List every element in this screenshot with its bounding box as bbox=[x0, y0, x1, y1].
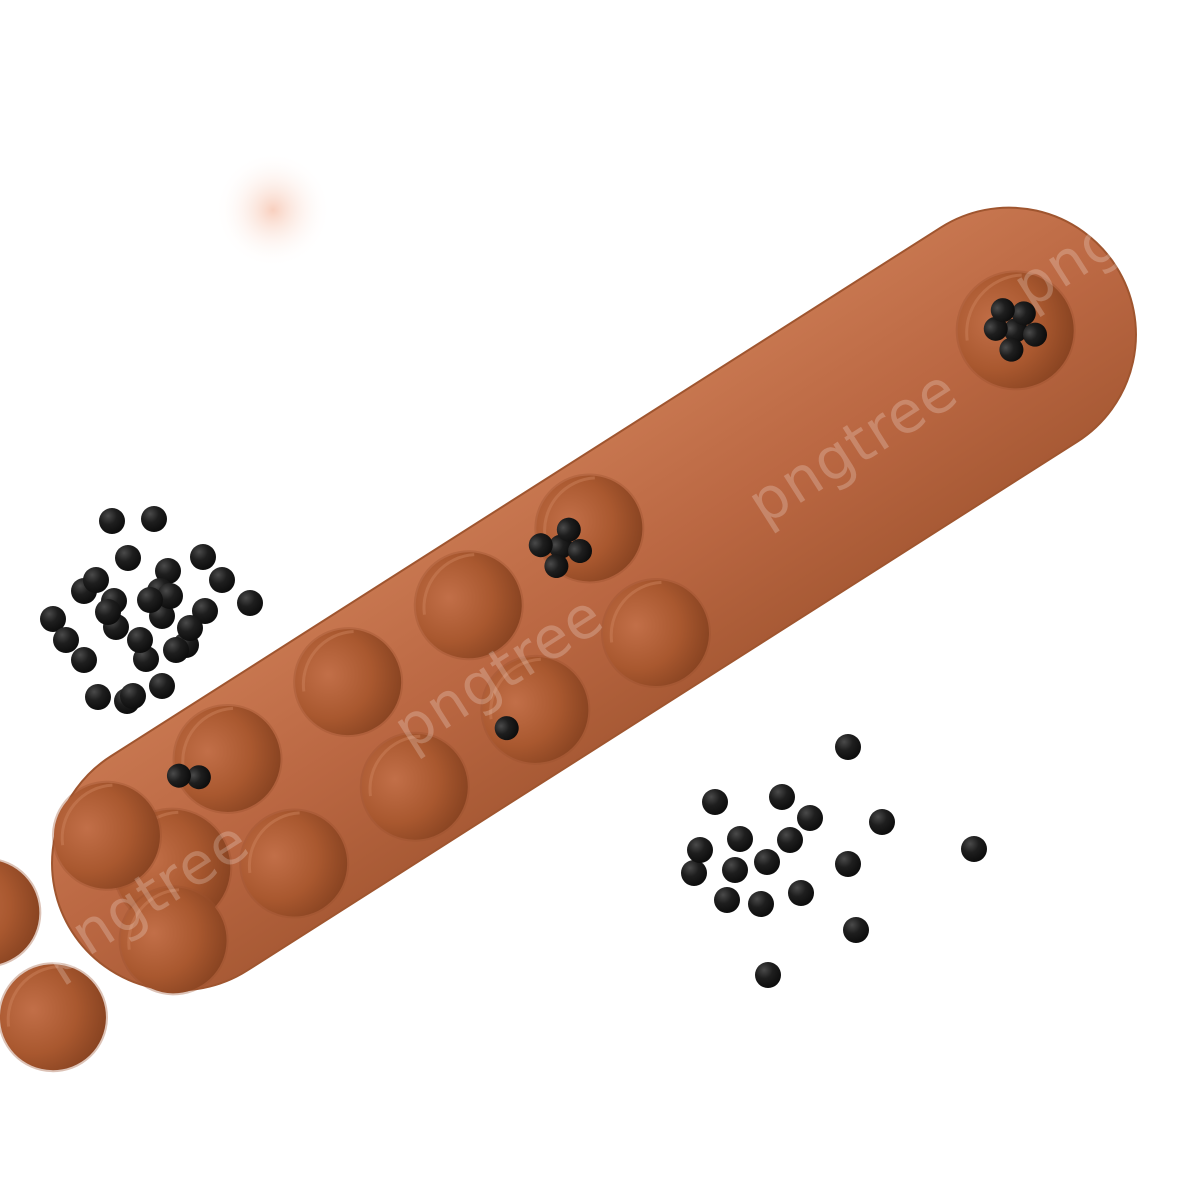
seed bbox=[1023, 322, 1048, 347]
seed bbox=[163, 637, 189, 663]
seed bbox=[990, 298, 1015, 323]
seed bbox=[209, 567, 235, 593]
seed bbox=[157, 583, 183, 609]
seed bbox=[1011, 301, 1036, 326]
seed bbox=[748, 891, 774, 917]
seed bbox=[85, 684, 111, 710]
seed bbox=[190, 544, 216, 570]
pit-row-b bbox=[0, 857, 42, 968]
board-pits bbox=[0, 270, 1076, 1073]
seed bbox=[127, 627, 153, 653]
seed bbox=[53, 627, 79, 653]
pit-row-a bbox=[359, 731, 470, 842]
seed bbox=[722, 857, 748, 883]
board-body bbox=[51, 206, 1137, 992]
seed bbox=[754, 849, 780, 875]
seed bbox=[556, 517, 581, 542]
seed bbox=[141, 506, 167, 532]
seed bbox=[186, 765, 211, 790]
seed bbox=[777, 827, 803, 853]
seed bbox=[166, 763, 191, 788]
seed bbox=[137, 587, 163, 613]
seed bbox=[983, 316, 1008, 341]
seed bbox=[788, 880, 814, 906]
pit-row-b bbox=[293, 627, 404, 738]
seed bbox=[869, 809, 895, 835]
seed bbox=[714, 887, 740, 913]
seed bbox=[83, 567, 109, 593]
seed bbox=[702, 789, 728, 815]
seed bbox=[999, 337, 1024, 362]
pit-row-a bbox=[118, 885, 229, 996]
seed bbox=[769, 784, 795, 810]
blush-spot bbox=[215, 152, 331, 268]
seed bbox=[568, 538, 593, 563]
seed bbox=[99, 508, 125, 534]
seed bbox=[95, 599, 121, 625]
seed bbox=[192, 598, 218, 624]
seed bbox=[71, 647, 97, 673]
pit-row-b bbox=[51, 780, 162, 891]
seed bbox=[120, 683, 146, 709]
seed bbox=[727, 826, 753, 852]
seed bbox=[961, 836, 987, 862]
seed bbox=[835, 851, 861, 877]
seed bbox=[835, 734, 861, 760]
seed bbox=[528, 533, 553, 558]
loose-seeds bbox=[40, 506, 987, 988]
seed bbox=[681, 860, 707, 886]
seed bbox=[797, 805, 823, 831]
seeds-in-pits bbox=[166, 298, 1048, 790]
seed bbox=[149, 673, 175, 699]
mancala-board: pngtree pngtree pngtree pngtree bbox=[0, 138, 1200, 1073]
seed bbox=[755, 962, 781, 988]
seed bbox=[155, 558, 181, 584]
seed bbox=[177, 615, 203, 641]
seed bbox=[494, 716, 519, 741]
seed bbox=[687, 837, 713, 863]
pit-row-a bbox=[239, 808, 350, 919]
seed bbox=[843, 917, 869, 943]
seed bbox=[40, 606, 66, 632]
seed bbox=[237, 590, 263, 616]
seed bbox=[544, 554, 569, 579]
seed bbox=[115, 545, 141, 571]
pit-row-b bbox=[413, 550, 524, 661]
pit-row-a bbox=[600, 578, 711, 689]
pit-row-a bbox=[0, 962, 108, 1073]
